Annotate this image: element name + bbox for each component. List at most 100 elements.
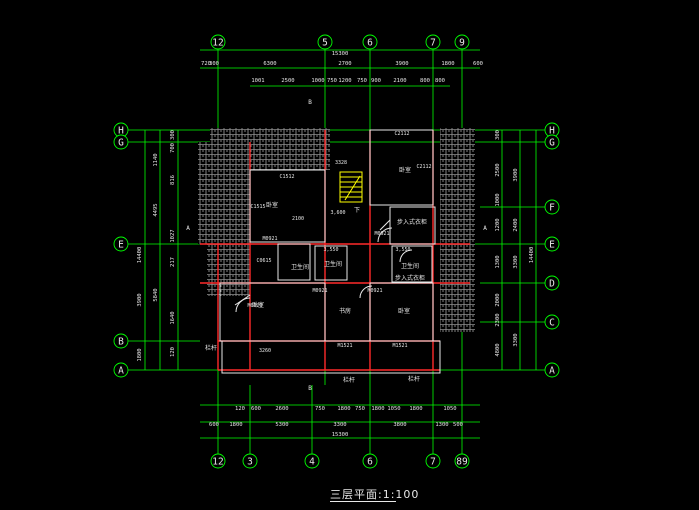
dim-bottom-row1-2: 2600 xyxy=(275,406,288,412)
dim-top-row2-7: 2100 xyxy=(393,78,406,84)
dim-right-mid-0: 3900 xyxy=(513,168,519,181)
axis-right-5-circle xyxy=(544,314,560,330)
dim-left-inner-4: 217 xyxy=(170,257,176,267)
axis-right-4-label: D xyxy=(549,279,555,290)
dim-bottom-row2-4: 3800 xyxy=(393,422,406,428)
axis-bottom-1: 3 xyxy=(242,453,258,469)
axis-top-3-circle xyxy=(425,34,441,50)
axis-grid xyxy=(128,49,545,455)
tag-10: M1521 xyxy=(392,343,407,349)
room-label-8: 卫生间 xyxy=(324,260,342,268)
dim-left-mid-1: 4495 xyxy=(153,203,159,216)
dim-bottom-row1-0: 120 xyxy=(235,406,245,412)
dim-top-row2-0: 1001 xyxy=(251,78,264,84)
room-label-13: 栏杆 xyxy=(408,375,420,383)
section-mark-1: A xyxy=(483,225,487,232)
axis-left-4: A xyxy=(113,362,129,378)
dim-right-inner-4: 1300 xyxy=(495,255,501,268)
room-labels: 卧室卧室卧室卧室书房步入式衣柜步入式衣柜卫生间卫生间卫生间下栏杆栏杆栏杆 xyxy=(205,166,427,384)
axis-right-5: C xyxy=(544,314,560,330)
axis-right-3-circle xyxy=(544,236,560,252)
dim-top-row2-1: 2500 xyxy=(281,78,294,84)
drawing-caption: 三层平面:1:100 xyxy=(330,486,419,502)
axis-right-6-circle xyxy=(544,362,560,378)
axis-top-4-circle xyxy=(454,34,470,50)
axis-right-3-label: E xyxy=(549,240,555,251)
axis-bottom-5-label: 89 xyxy=(456,457,468,468)
room-label-7: 卫生间 xyxy=(291,263,309,271)
dim-left-outer-0: 14400 xyxy=(137,247,143,264)
dim-top-row2-3: 750 xyxy=(327,78,337,84)
dim-bottom-total-0: 15300 xyxy=(332,432,349,438)
drawing-scale: 1:100 xyxy=(382,488,420,501)
axis-left-4-circle xyxy=(113,362,129,378)
axis-left-2-label: E xyxy=(118,240,124,251)
dim-left-inner-2: 816 xyxy=(170,175,176,185)
dim-left-outer-1: 3900 xyxy=(137,293,143,306)
tag-13: 3328 xyxy=(335,160,347,166)
axis-top-1: 5 xyxy=(317,34,333,50)
axis-bottom-3: 6 xyxy=(362,453,378,469)
drawing-title: 三层平面 xyxy=(330,488,378,501)
axis-right-1: G xyxy=(544,134,560,150)
axis-left-2: E xyxy=(113,236,129,252)
axis-right-1-label: G xyxy=(549,138,555,149)
axis-left-4-label: A xyxy=(118,366,124,377)
tag-3: C1515 xyxy=(250,204,265,210)
section-mark-3: B xyxy=(308,385,312,392)
axis-bottom-4-circle xyxy=(425,453,441,469)
axis-bottom-2: 4 xyxy=(304,453,320,469)
dim-left-inner-5: 1640 xyxy=(170,311,176,324)
section-mark-2: B xyxy=(308,99,312,106)
axis-bottom-4-label: 7 xyxy=(430,457,436,468)
tag-9: M1521 xyxy=(337,343,352,349)
axis-top-2-label: 6 xyxy=(367,38,373,49)
dim-right-mid-1: 2400 xyxy=(513,218,519,231)
axis-top-1-circle xyxy=(317,34,333,50)
caption-colon: : xyxy=(378,488,383,501)
axis-right-2-label: F xyxy=(549,203,555,214)
dim-left-mid-0: 1140 xyxy=(153,153,159,166)
dim-top-row1-3: 2700 xyxy=(338,61,351,67)
stair xyxy=(339,171,363,203)
dim-top-row1-1: 300 xyxy=(209,61,219,67)
axis-top-0-circle xyxy=(210,34,226,50)
axis-left-1: G xyxy=(113,134,129,150)
room-label-6: 步入式衣柜 xyxy=(395,274,425,282)
axis-right-4: D xyxy=(544,275,560,291)
dim-right-inner-1: 2500 xyxy=(495,163,501,176)
axis-bottom-1-circle xyxy=(242,453,258,469)
dim-top-row2-5: 750 xyxy=(357,78,367,84)
dim-right-inner-5: 2000 xyxy=(495,293,501,306)
axis-left-3-label: B xyxy=(118,337,124,348)
dim-bottom-row1-4: 1800 xyxy=(337,406,350,412)
dim-bottom-row1-3: 750 xyxy=(315,406,325,412)
room-label-2: 卧室 xyxy=(252,301,264,309)
dim-right-outer-0: 14400 xyxy=(529,247,535,264)
dim-top-row1-0: 720 xyxy=(201,61,211,67)
dim-right-inner-7: 4800 xyxy=(495,343,501,356)
dim-top-row1-5: 1800 xyxy=(441,61,454,67)
room-label-1: 卧室 xyxy=(399,166,411,174)
dim-right-inner-2: 1000 xyxy=(495,193,501,206)
dim-right-mid-2: 3300 xyxy=(513,255,519,268)
dim-right-mid-3: 3300 xyxy=(513,333,519,346)
tag-1: C2112 xyxy=(416,164,431,170)
dim-top-row2-8: 800 xyxy=(420,78,430,84)
axis-right-2-circle xyxy=(544,199,560,215)
axis-bottom-5-circle xyxy=(454,453,470,469)
axis-bottom-0-label: 12 xyxy=(212,457,223,468)
dim-right-inner-6: 2300 xyxy=(495,313,501,326)
dim-top-row1-2: 6300 xyxy=(263,61,276,67)
tag-17: 3,550 xyxy=(395,247,410,253)
axis-right-6-label: A xyxy=(549,366,555,377)
dim-left-inner-6: 120 xyxy=(170,347,176,357)
dim-right-inner-0: 300 xyxy=(495,130,501,140)
dim-top-row2-6: 900 xyxy=(371,78,381,84)
caption-underline xyxy=(330,501,396,502)
axis-bottom-3-circle xyxy=(362,453,378,469)
axis-top-3: 7 xyxy=(425,34,441,50)
dim-bottom-row2-6: 500 xyxy=(453,422,463,428)
